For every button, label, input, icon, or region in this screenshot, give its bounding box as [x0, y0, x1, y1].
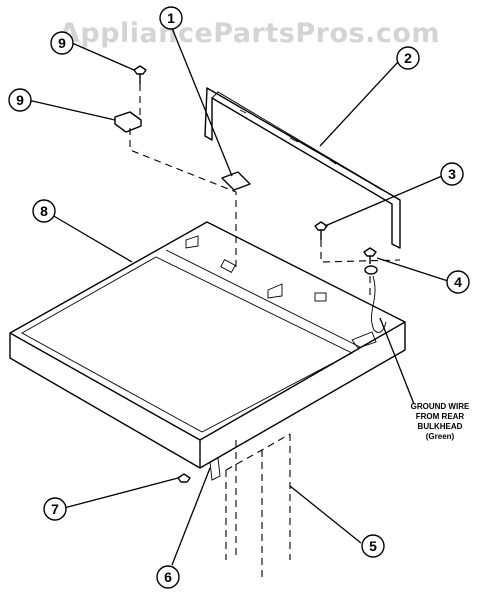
- note-line: GROUND WIRE: [410, 402, 470, 411]
- svg-text:2: 2: [404, 50, 412, 66]
- svg-text:4: 4: [454, 274, 462, 290]
- svg-text:8: 8: [40, 203, 48, 219]
- console-back-panel: [204, 87, 401, 249]
- svg-text:3: 3: [448, 166, 456, 182]
- bracket: [114, 111, 142, 133]
- svg-text:6: 6: [164, 569, 172, 585]
- svg-text:1: 1: [167, 10, 175, 26]
- callout-3: 3: [440, 162, 464, 186]
- ground-wire-note: GROUND WIRE FROM REAR BULKHEAD (Green): [405, 402, 475, 442]
- callout-6: 6: [156, 565, 180, 589]
- callout-8: 8: [32, 199, 56, 223]
- screw-lower-left: [177, 473, 191, 483]
- svg-text:9: 9: [16, 92, 24, 108]
- svg-text:5: 5: [369, 538, 377, 554]
- screw-top-left: [133, 65, 147, 84]
- callout-9-top: 9: [50, 31, 74, 55]
- ground-wire: [371, 275, 387, 333]
- hinge-brackets: [209, 433, 291, 580]
- callout-2: 2: [396, 46, 420, 70]
- assembly-lines: [129, 84, 401, 300]
- screw-right: [314, 221, 328, 240]
- note-line: FROM REAR: [415, 412, 465, 421]
- pad: [221, 171, 251, 191]
- svg-text:7: 7: [51, 501, 59, 517]
- screw-grommet: [363, 247, 377, 264]
- grommet: [364, 265, 378, 275]
- callout-4: 4: [446, 270, 470, 294]
- callout-7: 7: [43, 497, 67, 521]
- top-cover: [9, 221, 406, 469]
- note-line: BULKHEAD: [417, 422, 463, 431]
- callout-1: 1: [159, 6, 183, 30]
- watermark: AppliancePartsPros.com: [58, 18, 441, 49]
- callout-5: 5: [361, 534, 385, 558]
- svg-text:9: 9: [58, 35, 66, 51]
- note-line: (Green): [425, 432, 455, 441]
- callout-9: 9: [8, 88, 32, 112]
- leader-lines: [27, 27, 449, 566]
